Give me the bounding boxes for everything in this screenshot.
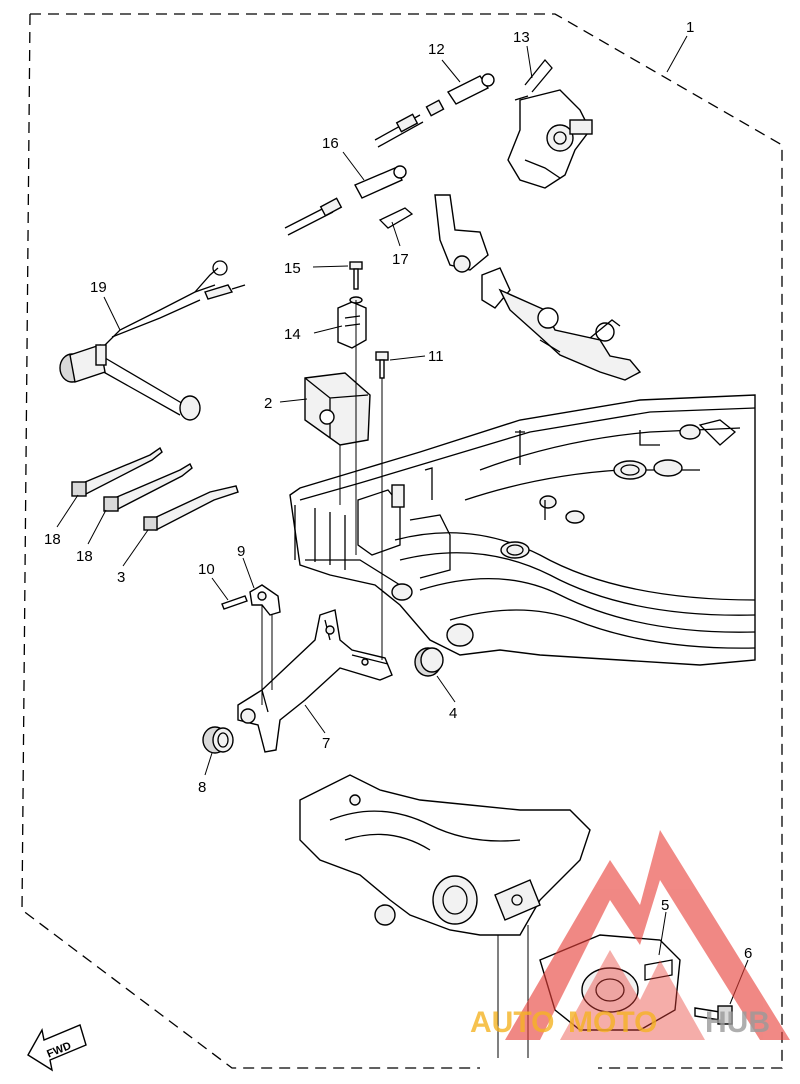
cable-tie-18b (103, 463, 193, 512)
callout-1: 1 (686, 19, 694, 36)
callout-12: 12 (428, 41, 445, 58)
cable-19 (59, 260, 246, 421)
bolt-6 (694, 1005, 733, 1025)
bottom-cowling-body (289, 394, 756, 666)
clip-9 (249, 584, 281, 616)
callout-3: 3 (117, 569, 125, 586)
callout-7: 7 (322, 735, 330, 752)
watermark-text-auto: AUTO (470, 1006, 554, 1039)
guide-lines (261, 300, 529, 1058)
cable-end-16 (284, 165, 407, 236)
watermark-text-hub: HUB (705, 1006, 770, 1039)
pin-10 (221, 595, 248, 610)
fwd-arrow: FWD (27, 1024, 87, 1072)
callout-5: 5 (661, 897, 669, 914)
callout-17: 17 (392, 251, 409, 268)
watermark-text: AUTO MOTO HUB (470, 1006, 770, 1039)
watermark-triangle (505, 830, 790, 1040)
callout-11: 11 (428, 348, 444, 365)
callout-8: 8 (198, 779, 206, 796)
callout-16: 16 (322, 135, 339, 152)
bolt-15 (349, 261, 363, 304)
callout-6: 6 (744, 945, 752, 962)
throttle-lever-upper (507, 58, 593, 189)
bracket-7 (237, 609, 393, 753)
watermark-text-moto: MOTO (568, 1006, 657, 1039)
cap-4 (414, 647, 444, 677)
callout-10: 10 (198, 561, 215, 578)
leader-lines (56, 35, 749, 1005)
grommet-8 (202, 726, 234, 754)
callout-18a: 18 (44, 531, 61, 548)
callout-2: 2 (264, 395, 272, 412)
holder-2 (304, 372, 371, 446)
callout-15: 15 (284, 260, 301, 277)
watermark-logo (505, 830, 790, 1040)
clamp-14 (337, 301, 367, 349)
callout-4: 4 (449, 705, 457, 722)
cable-tie-3 (143, 485, 239, 531)
cable-end-12 (374, 73, 495, 148)
callout-14: 14 (284, 326, 301, 343)
assembly-boundary (21, 13, 783, 1069)
callout-18b: 18 (76, 548, 93, 565)
bolt-11 (375, 351, 389, 379)
callout-19: 19 (90, 279, 107, 296)
callouts: 1 2 3 4 5 6 7 8 9 10 11 12 13 14 15 16 1… (44, 19, 752, 962)
callout-13: 13 (513, 29, 530, 46)
shift-lever-lower (378, 194, 642, 381)
cable-tie-18a (71, 446, 163, 497)
swivel-bracket (299, 774, 591, 936)
callout-9: 9 (237, 543, 245, 560)
